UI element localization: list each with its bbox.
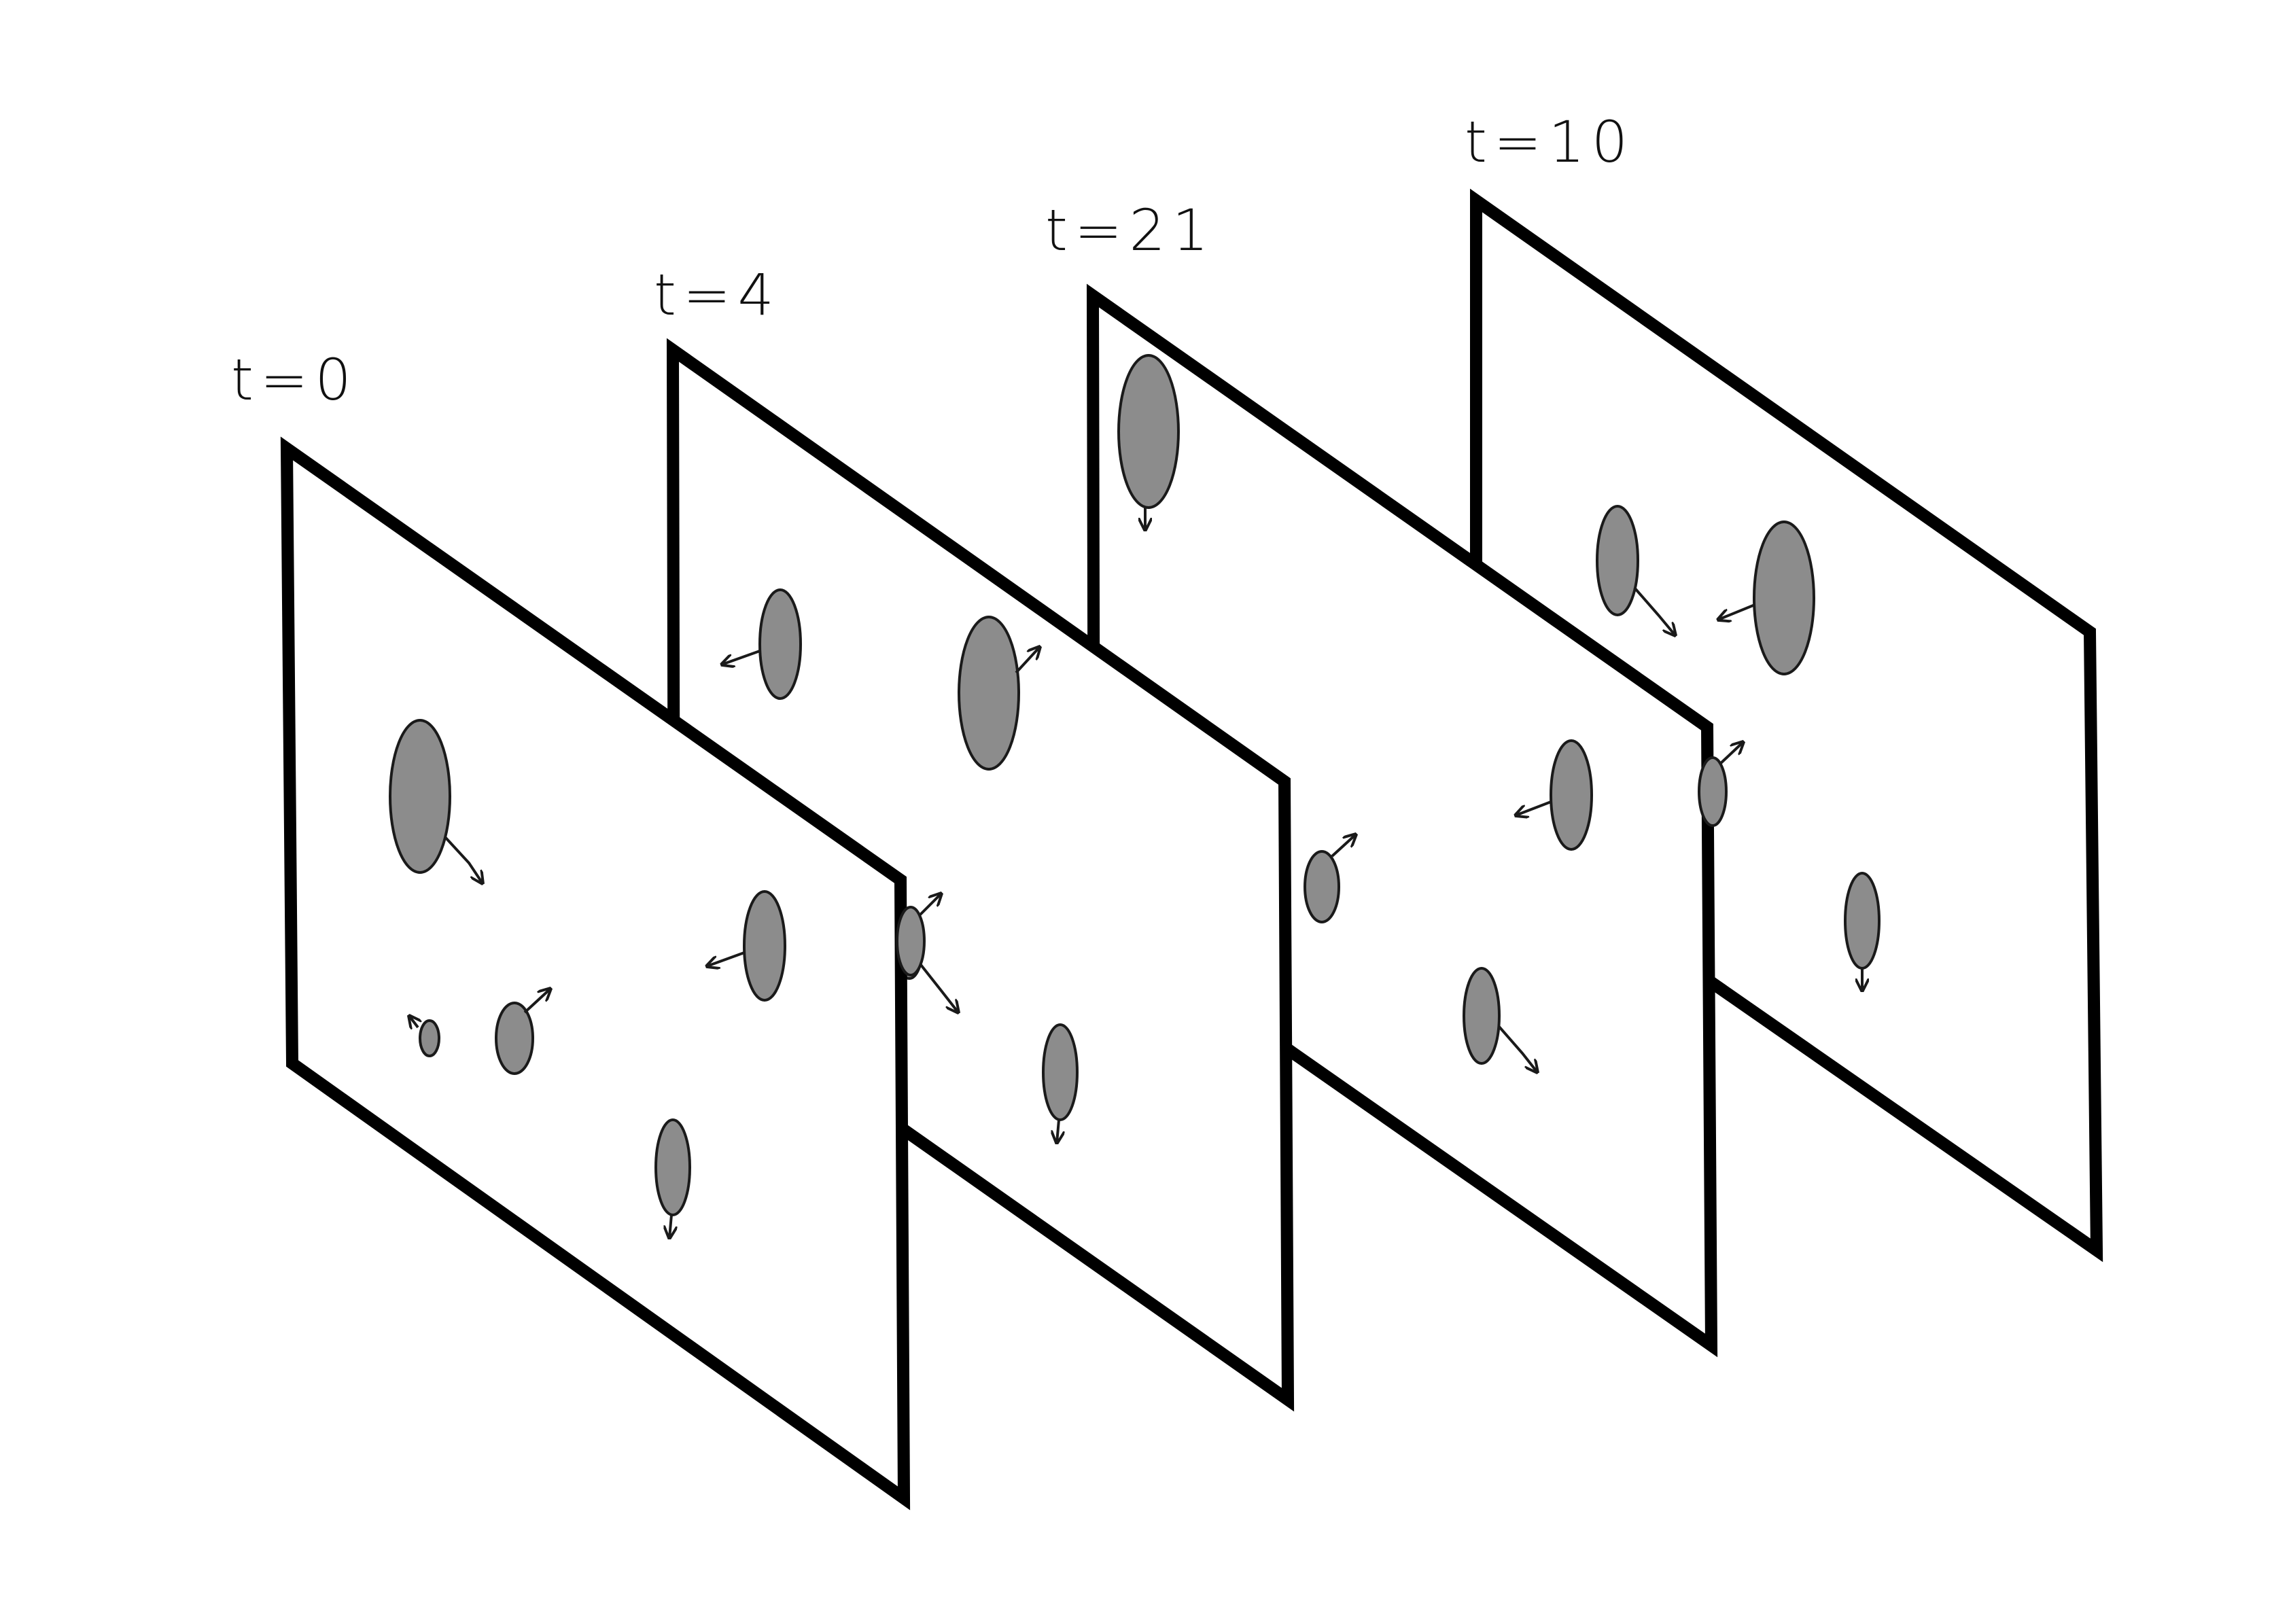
frame-label-t0: t=0	[231, 347, 358, 413]
motion-arrow	[444, 836, 483, 883]
motion-arrow	[1633, 586, 1675, 635]
motion-arrow	[920, 964, 958, 1012]
blob	[1550, 739, 1593, 851]
blob-group	[722, 588, 1356, 1143]
frame-label-t21: t=21	[1045, 197, 1216, 264]
frame-t4	[666, 338, 1356, 1412]
motion-arrow	[707, 951, 745, 966]
motion-arrow	[1015, 647, 1040, 674]
blob	[495, 1002, 534, 1075]
frame-plane	[280, 436, 911, 1511]
blob	[1463, 967, 1501, 1065]
frame-t0	[280, 436, 958, 1511]
blob	[958, 616, 1020, 771]
blob-group	[1596, 505, 1881, 991]
frame-t21	[1086, 283, 1743, 1358]
motion-arrow	[1718, 603, 1755, 620]
blob	[1117, 354, 1180, 509]
blob-group	[1117, 354, 1743, 1072]
blob	[1753, 520, 1815, 675]
blob	[1698, 756, 1728, 827]
motion-arrow	[916, 894, 941, 919]
blob	[419, 1019, 440, 1057]
blob	[743, 890, 786, 1002]
frame-label-t10: t=10	[1465, 109, 1635, 175]
motion-arrow	[1516, 800, 1552, 815]
motion-arrow	[1718, 742, 1743, 766]
blob	[1596, 505, 1639, 616]
motion-arrow	[669, 1214, 671, 1238]
blob	[1042, 1023, 1079, 1121]
blob	[896, 906, 926, 976]
motion-arrow	[1331, 834, 1356, 858]
motion-arrow	[1497, 1025, 1537, 1072]
frame-label-t4: t=4	[654, 262, 781, 328]
blob-group	[389, 719, 958, 1238]
motion-arrow	[409, 1016, 418, 1027]
motion-arrow	[722, 650, 760, 665]
blob	[1304, 850, 1340, 923]
blob	[1844, 872, 1881, 970]
motion-arrow	[1057, 1119, 1059, 1143]
blob	[654, 1118, 691, 1216]
blob	[389, 719, 451, 874]
motion-arrow	[523, 989, 550, 1014]
blob	[758, 588, 802, 700]
